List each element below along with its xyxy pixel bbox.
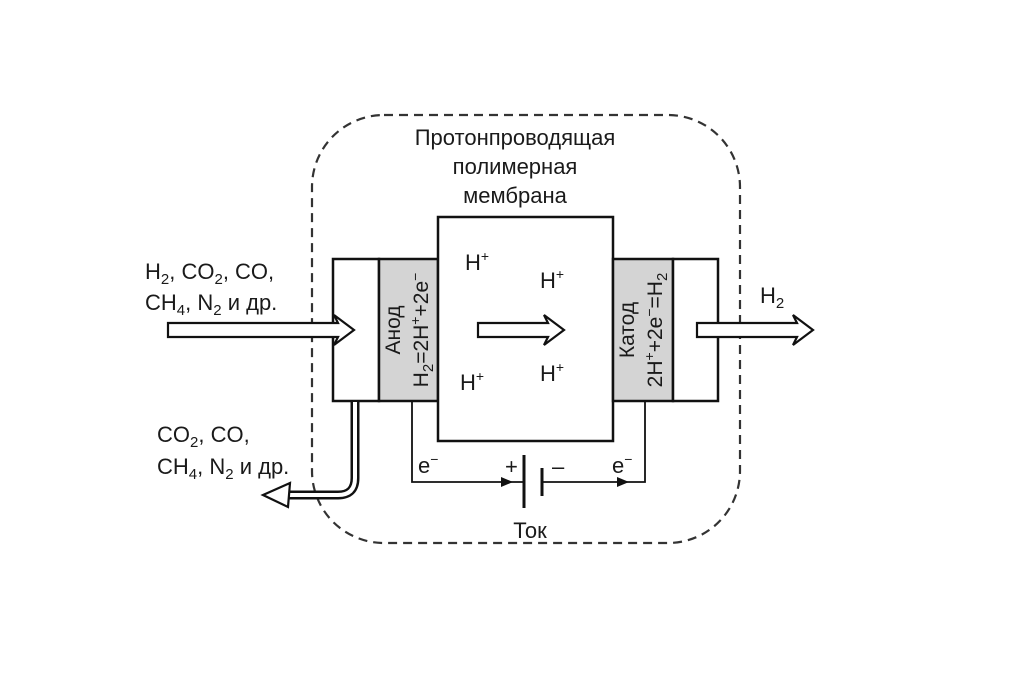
- circuit-wire-right: [542, 401, 646, 483]
- anode-label: Анод: [382, 305, 405, 354]
- feed-gas-line-1: H2, CO2, CO,: [145, 259, 274, 288]
- exhaust-gas-line-1: CO2, CO,: [157, 422, 250, 451]
- hydrogen-output-arrow: [695, 314, 815, 346]
- proton-label-3: H+: [460, 368, 484, 395]
- battery-minus-sign: –: [552, 454, 565, 479]
- proton-label-1: H+: [465, 248, 489, 275]
- cathode-label: Катод: [616, 302, 639, 358]
- proton-flow-arrow: [476, 314, 566, 346]
- exhaust-pipe-inner: [284, 402, 357, 497]
- exhaust-gas-line-2: CH4, N2 и др.: [157, 454, 289, 483]
- feed-input-arrow: [166, 314, 356, 346]
- exhaust-pipe-outer: [282, 401, 360, 500]
- proton-label-4: H+: [540, 359, 564, 386]
- current-label: Ток: [513, 518, 547, 543]
- dashed-unit-boundary: [310, 113, 742, 545]
- exhaust-arrowhead: [260, 481, 292, 509]
- battery-plus-sign: +: [505, 454, 518, 479]
- membrane-title-line-3: мембрана: [463, 183, 567, 208]
- electron-label-right: e−: [612, 451, 632, 478]
- electron-arrowhead-left: [501, 477, 513, 487]
- electron-arrowhead-right: [617, 477, 629, 487]
- electron-label-left: e−: [418, 451, 438, 478]
- feed-gas-line-2: CH4, N2 и др.: [145, 290, 277, 319]
- cathode-reaction: 2H++2e−=H2: [641, 273, 671, 388]
- output-hydrogen-label: H2: [760, 283, 784, 312]
- membrane-title-line-2: полимерная: [453, 154, 578, 179]
- anode-reaction: H2=2H++2e−: [407, 273, 437, 388]
- cathode-electrode: [611, 257, 675, 403]
- proton-label-2: H+: [540, 266, 564, 293]
- circuit-wire-left: [411, 401, 524, 483]
- membrane-title-line-1: Протонпроводящая: [415, 125, 616, 150]
